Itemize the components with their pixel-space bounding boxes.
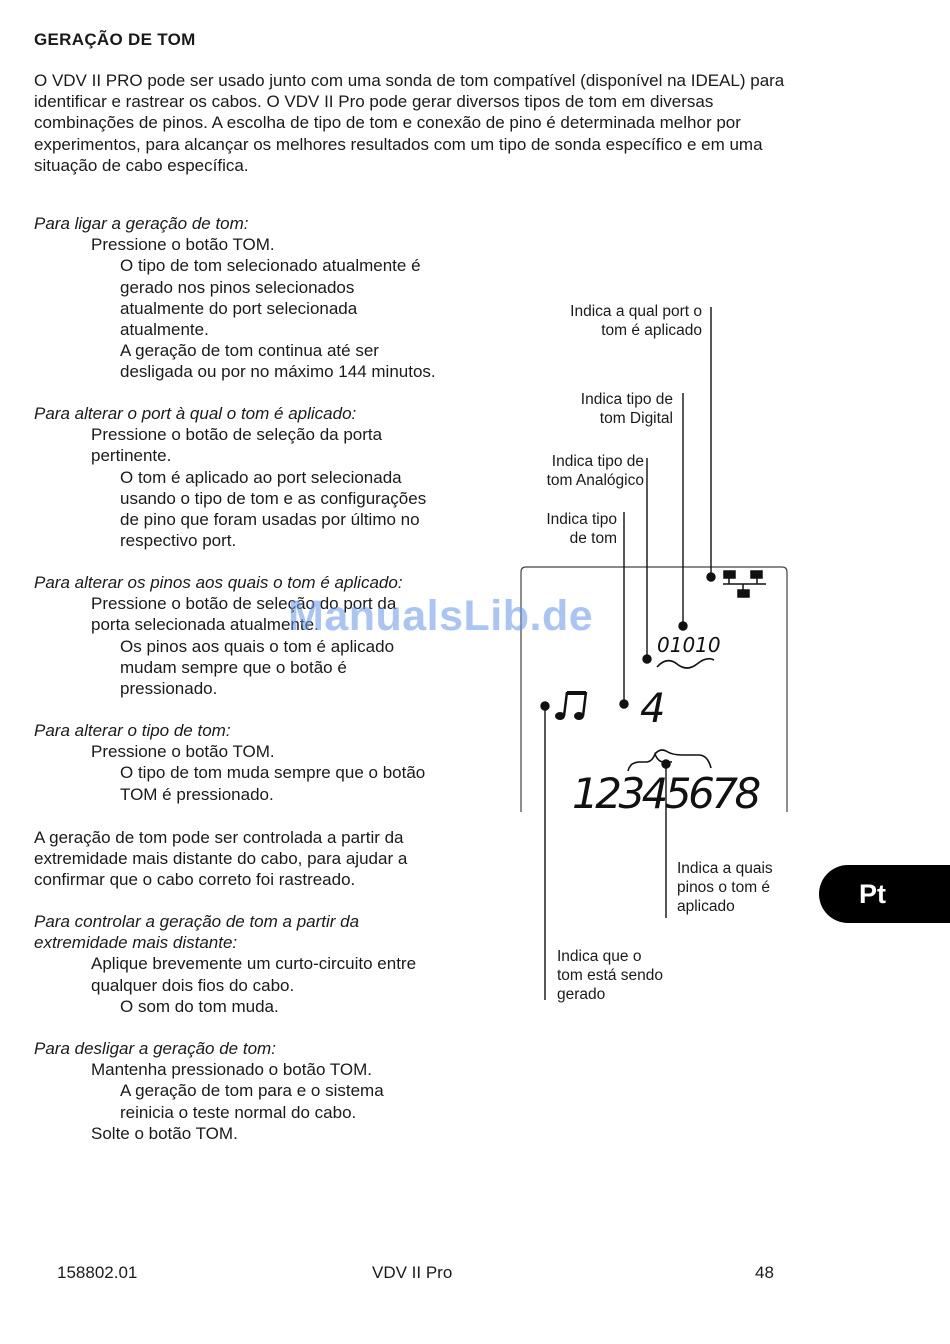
- result-line: O tipo de tom muda sempre que o botão: [120, 763, 426, 783]
- result-line: A geração de tom para e o sistema: [120, 1081, 384, 1101]
- analog-leader-dot: [642, 654, 652, 664]
- result-line: mudam sempre que o botão é: [120, 657, 347, 677]
- generating-leader-dot: [540, 701, 550, 711]
- section-title: Para alterar o port à qual o tom é aplic…: [34, 404, 357, 423]
- intro-line: combinações de pinos. A escolha de tipo …: [34, 113, 741, 133]
- intro-paragraph: O VDV II PRO pode ser usado junto com um…: [34, 70, 914, 176]
- section-title: extremidade mais distante:: [34, 933, 238, 953]
- paragraph-line: A geração de tom pode ser controlada a p…: [34, 828, 404, 847]
- action-line: Pressione o botão TOM.: [91, 742, 275, 762]
- result-line: Os pinos aos quais o tom é aplicado: [120, 636, 395, 656]
- result-line: A geração de tom continua até ser: [120, 341, 379, 361]
- action-line: pertinente.: [91, 446, 172, 466]
- result-line: gerado nos pinos selecionados: [120, 277, 355, 297]
- footer-doc-number: 158802.01: [57, 1263, 138, 1282]
- section-title: Para alterar os pinos aos quais o tom é …: [34, 573, 403, 592]
- intro-line: O VDV II PRO pode ser usado junto com um…: [34, 71, 785, 90]
- action-line: Mantenha pressionado o botão TOM.: [91, 1060, 372, 1080]
- paragraph-line: confirmar que o cabo correto foi rastrea…: [34, 870, 356, 890]
- footer-page-number: 48: [755, 1263, 774, 1282]
- callout-digital: Indica tipo de tom Digital: [580, 391, 673, 427]
- section-title: Para desligar a geração de tom:: [34, 1039, 276, 1058]
- result-line: desligada ou por no máximo 144 minutos.: [120, 362, 436, 382]
- far-end-paragraph: A geração de tom pode ser controlada a p…: [34, 827, 504, 891]
- result-line: de pino que foram usadas por último no: [120, 510, 420, 530]
- section-change-port: Para alterar o port à qual o tom é aplic…: [34, 403, 504, 551]
- intro-line: experimentos, para alcançar os melhores …: [34, 134, 763, 154]
- port-leader-dot: [706, 572, 716, 582]
- action-line: porta selecionada atualmente.: [91, 615, 319, 635]
- analog-wave-icon: [656, 657, 715, 669]
- tone-generating-icon: [555, 691, 588, 720]
- result-line: O som do tom muda.: [120, 996, 279, 1016]
- tone-type-digit: 4: [640, 686, 665, 732]
- result-line: reinicia o teste normal do cabo.: [120, 1102, 357, 1122]
- network-port-icon: [723, 570, 766, 598]
- pin-selection-braces: [627, 749, 712, 772]
- paragraph-line: extremidade mais distante do cabo, para …: [34, 849, 408, 869]
- action-line: Pressione o botão de seleção da porta: [91, 425, 383, 445]
- page-heading: GERAÇÃO DE TOM: [34, 30, 196, 49]
- section-change-pins: Para alterar os pinos aos quais o tom é …: [34, 572, 504, 699]
- result-line: pressionado.: [120, 679, 218, 699]
- section-title: Para controlar a geração de tom a partir…: [34, 912, 360, 931]
- callout-port: Indica a qual port o tom é aplicado: [570, 303, 702, 339]
- callout-tone-type: Indica tipo de tom: [546, 511, 617, 547]
- intro-line: situação de cabo específica.: [34, 155, 249, 175]
- digital-tone-readout: 01010: [657, 633, 721, 657]
- section-far-end-control: Para controlar a geração de tom a partir…: [34, 911, 504, 1017]
- section-title: Para alterar o tipo de tom:: [34, 721, 231, 740]
- language-tab: Pt: [819, 865, 950, 923]
- callout-generating: Indica que o tom está sendo gerado: [557, 948, 663, 1003]
- watermark: ManualsLib.de: [288, 592, 594, 640]
- digital-leader-dot: [678, 621, 688, 631]
- tone-type-leader-dot: [619, 699, 629, 709]
- result-line: usando o tipo de tom e as configurações: [120, 488, 427, 508]
- pin-digits: 12345678: [572, 769, 760, 818]
- result-line: O tom é aplicado ao port selecionada: [120, 467, 402, 487]
- footer-product: VDV II Pro: [372, 1263, 453, 1282]
- section-turn-on-tone: Para ligar a geração de tom: Pressione o…: [34, 213, 504, 383]
- lcd-frame: [520, 566, 788, 812]
- result-line: O tipo de tom selecionado atualmente é: [120, 256, 421, 276]
- section-change-tone-type: Para alterar o tipo de tom: Pressione o …: [34, 720, 504, 805]
- callout-pins: Indica a quais pinos o tom é aplicado: [677, 860, 773, 915]
- result-line: TOM é pressionado.: [120, 784, 274, 804]
- action-line: Pressione o botão de seleção do port da: [91, 594, 397, 614]
- action-line: Solte o botão TOM.: [91, 1123, 238, 1143]
- action-line: Pressione o botão TOM.: [91, 235, 275, 255]
- result-line: atualmente do port selecionada: [120, 298, 358, 318]
- section-turn-off-tone: Para desligar a geração de tom: Mantenha…: [34, 1038, 504, 1144]
- intro-line: identificar e rastrear os cabos. O VDV I…: [34, 92, 714, 112]
- callout-analog: Indica tipo de tom Analógico: [546, 453, 644, 489]
- section-title: Para ligar a geração de tom:: [34, 214, 249, 233]
- result-line: respectivo port.: [120, 531, 237, 551]
- action-line: qualquer dois fios do cabo.: [91, 975, 295, 995]
- result-line: atualmente.: [120, 320, 209, 340]
- action-line: Aplique brevemente um curto-circuito ent…: [91, 954, 417, 974]
